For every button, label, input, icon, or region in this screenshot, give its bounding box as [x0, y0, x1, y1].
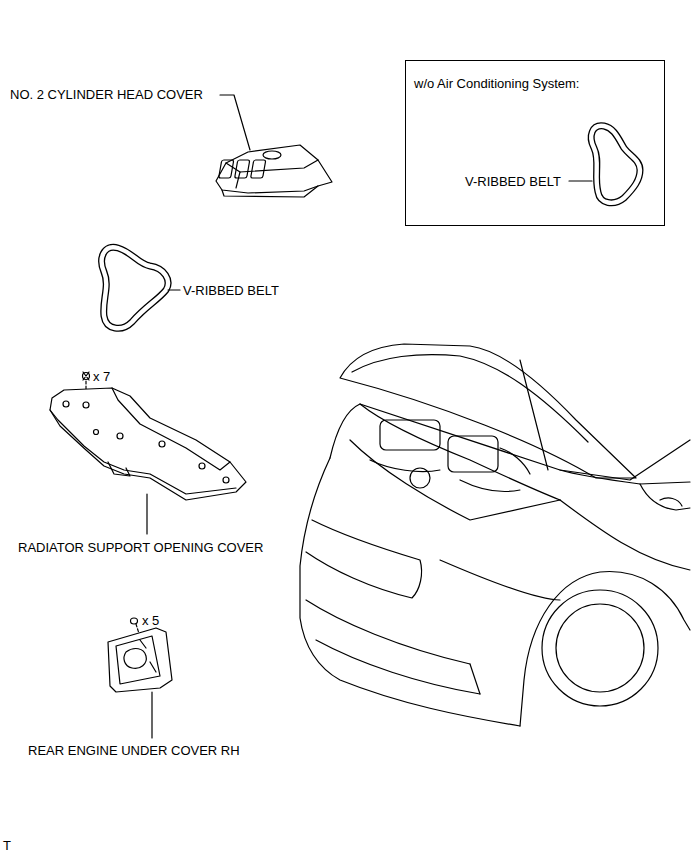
- leader-line: [220, 95, 250, 150]
- radiator-support-opening-cover: [50, 388, 246, 500]
- condition-box: w/o Air Conditioning System: V-RIBBED BEL…: [405, 60, 665, 226]
- quantity-label: x 7: [93, 369, 110, 384]
- cylinder-head-cover: [216, 145, 332, 197]
- part-name: RADIATOR SUPPORT OPENING COVER: [18, 540, 263, 555]
- v-ribbed-belt: [102, 247, 168, 328]
- leader-line: [569, 180, 592, 181]
- part-name: V-RIBBED BELT: [465, 174, 561, 189]
- v-ribbed-belt: [591, 126, 640, 203]
- quantity-label: x 5: [142, 613, 159, 628]
- figure-code: T: [3, 838, 11, 853]
- leader-line: [146, 494, 147, 534]
- rear-engine-under-cover: [108, 628, 172, 692]
- leader-line: [151, 692, 152, 738]
- vehicle-illustration: [300, 344, 690, 726]
- part-name: NO. 2 CYLINDER HEAD COVER: [10, 87, 203, 102]
- condition-heading: w/o Air Conditioning System:: [414, 76, 579, 91]
- part-name: V-RIBBED BELT: [183, 283, 279, 298]
- part-name: REAR ENGINE UNDER COVER RH: [28, 743, 240, 758]
- leader-line: [168, 289, 180, 290]
